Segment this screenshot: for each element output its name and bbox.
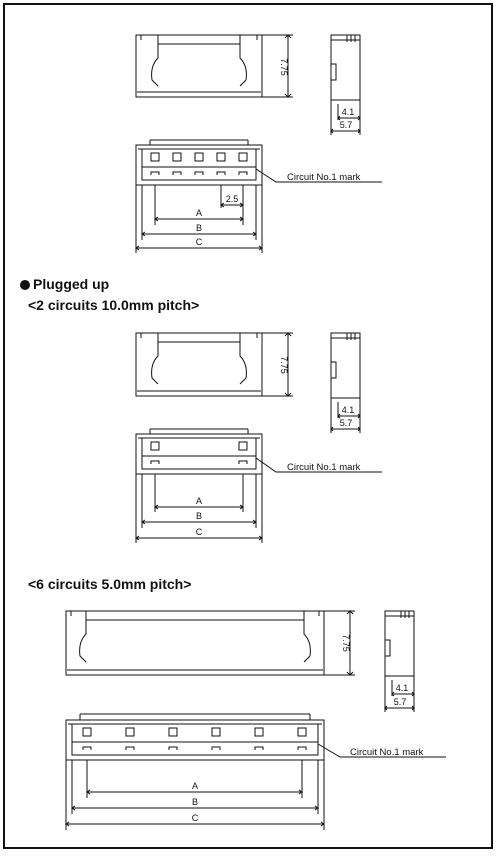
dim-b-middle: B [196,511,202,521]
circuit-mark-label-bottom: Circuit No.1 mark [350,747,424,758]
depth-outer-top: 5.7 [340,120,353,130]
pitch-dim: 2.5 [226,194,239,204]
plugged-up-heading: Plugged up [20,276,109,292]
dim-c-bottom: C [192,813,199,823]
front-view-top: 7.75 [135,34,293,98]
bottom-view-bottom: Circuit No.1 mark A B C [65,713,446,830]
dim-a-top: A [196,208,202,218]
bottom-view-middle: Circuit No.1 mark A B C [135,428,382,543]
dim-c-middle: C [196,527,203,537]
side-view-top: 4.1 5.7 [330,34,361,135]
height-dim-bottom: 7.75 [341,634,351,652]
side-view-bottom: 4.1 5.7 [384,610,415,712]
bottom-view-top: Circuit No.1 mark 2.5 A B C [135,139,382,253]
circuit-mark-label-top: Circuit No.1 mark [287,172,361,183]
dim-b-bottom: B [192,797,198,807]
bullet-icon [20,280,30,290]
side-view-middle: 4.1 5.7 [330,332,361,433]
six-circuit-subheading: <6 circuits 5.0mm pitch> [28,576,192,592]
height-dim-top: 7.75 [279,58,289,76]
two-circuit-subheading: <2 circuits 10.0mm pitch> [28,297,200,313]
front-view-bottom: 7.75 [65,610,355,676]
dim-c-top: C [196,237,203,247]
depth-inner-top: 4.1 [342,107,355,117]
depth-outer-bottom: 5.7 [394,697,407,707]
dim-a-bottom: A [192,781,198,791]
height-dim-middle: 7.75 [279,356,289,374]
front-view-middle: 7.75 [135,332,293,397]
depth-inner-bottom: 4.1 [396,683,409,693]
circuit-mark-label-middle: Circuit No.1 mark [287,462,361,473]
dim-b-top: B [196,223,202,233]
dim-a-middle: A [196,496,202,506]
depth-outer-middle: 5.7 [340,418,353,428]
depth-inner-middle: 4.1 [342,405,355,415]
